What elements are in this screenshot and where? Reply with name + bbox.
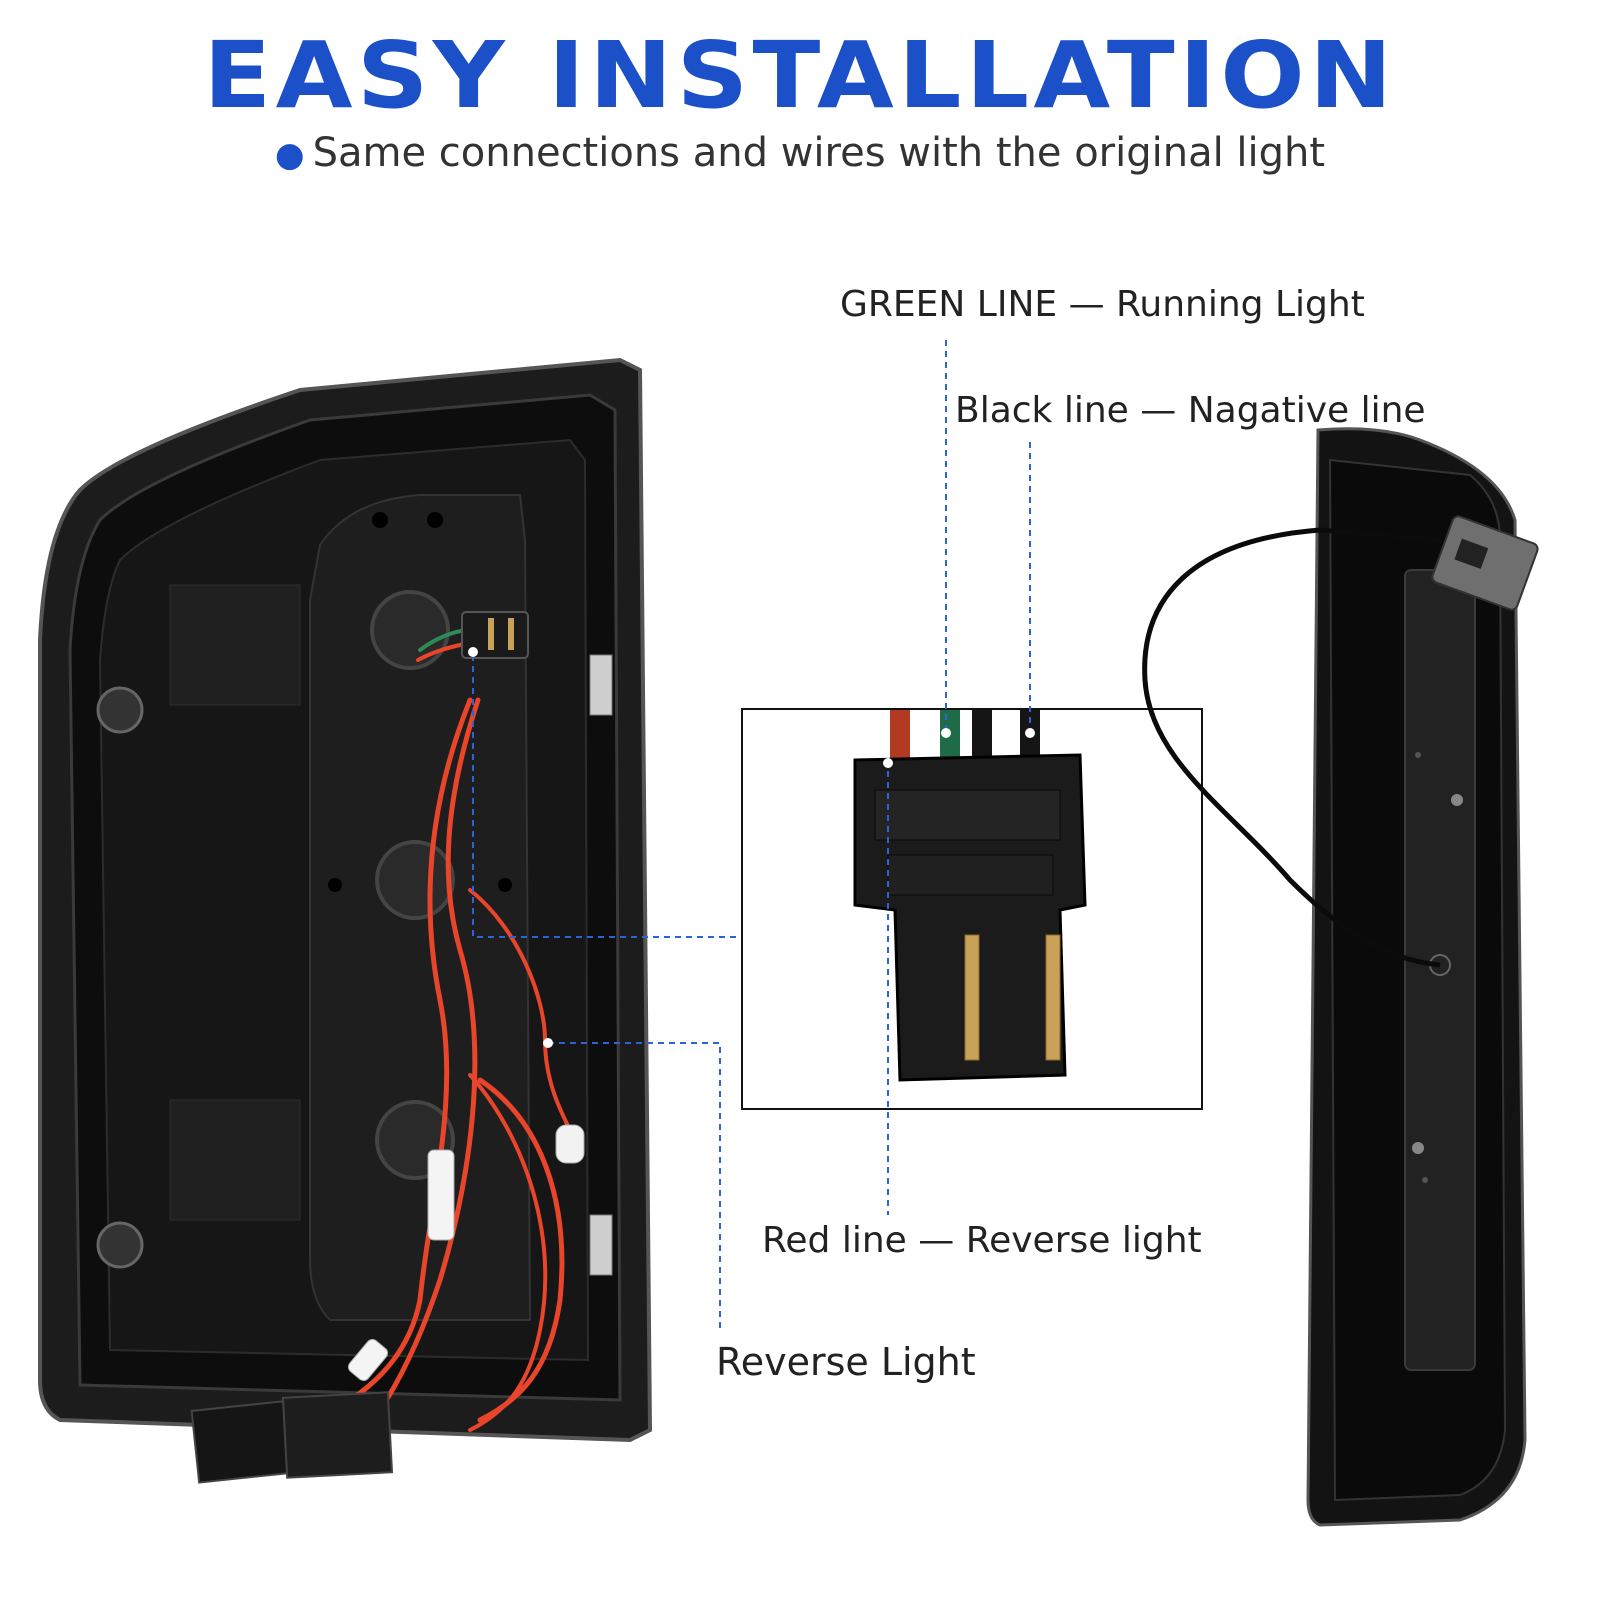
tail-light-connector (461, 611, 529, 659)
callout-black-line: Black line — Nagative line (955, 390, 1426, 431)
callout-lines (472, 340, 1031, 1330)
page-subtitle: ●Same connections and wires with the ori… (0, 130, 1600, 176)
wire-splice (427, 1149, 455, 1241)
subtitle-text: Same connections and wires with the orig… (312, 130, 1326, 176)
third-brake-light (1142, 427, 1539, 1527)
page-title: EASY INSTALLATION (203, 22, 1397, 129)
callout-green-line: GREEN LINE — Running Light (840, 284, 1365, 325)
callout-dots (468, 647, 1035, 1048)
callout-red-line: Red line — Reverse light (762, 1220, 1202, 1261)
bullet-icon: ● (274, 135, 305, 175)
wire-plug (347, 1338, 389, 1382)
connector-zoom-box (741, 708, 1203, 1110)
tail-light-wiring (347, 628, 572, 1432)
resistor-module (190, 1391, 394, 1484)
callout-reverse-light: Reverse Light (716, 1340, 976, 1384)
tail-light-housing (38, 357, 653, 1443)
wire-plug (555, 1124, 585, 1164)
